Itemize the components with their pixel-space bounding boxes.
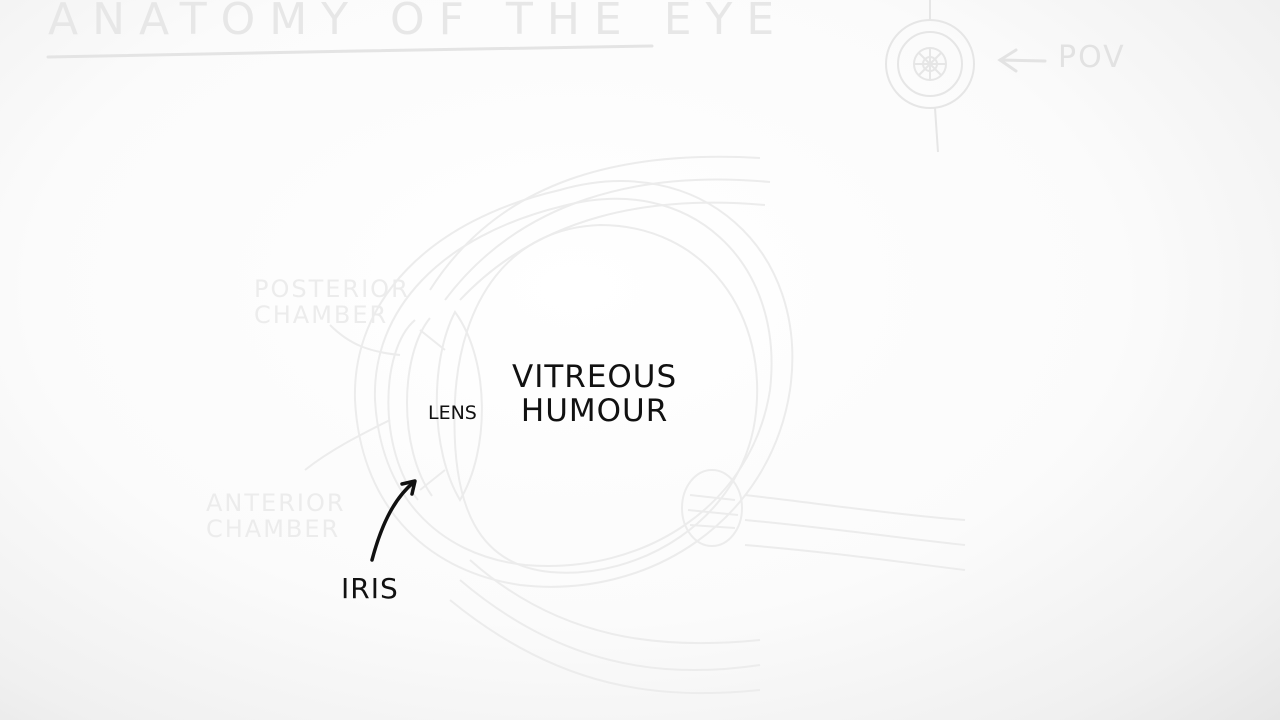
iris-label: Iris (341, 572, 399, 605)
anterior-chamber-leader (305, 420, 390, 470)
title-underline (48, 46, 652, 57)
page-title: Anatomy of the eye (48, 0, 788, 45)
iris-arrow-icon (372, 481, 415, 560)
anterior-chamber-label: Anterior chamber (206, 490, 346, 542)
vitreous-humour-label: Vitreous humour (512, 360, 677, 428)
pov-label: POV (1058, 40, 1126, 75)
posterior-chamber-label: Posterior chamber (254, 276, 410, 328)
pov-eye-icon (886, 0, 974, 152)
lens-label: Lens (428, 402, 477, 424)
posterior-chamber-leader (330, 325, 400, 355)
pov-arrow-icon (1000, 50, 1045, 71)
